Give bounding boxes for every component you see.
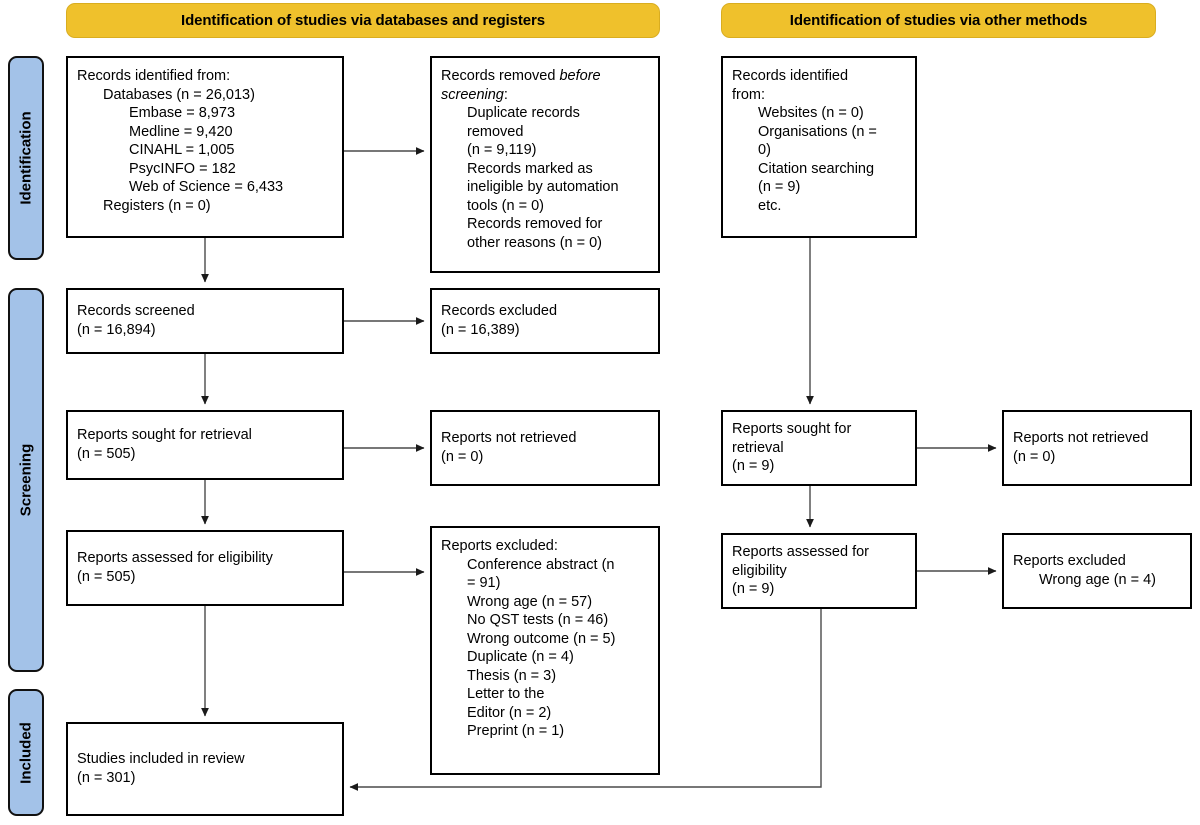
box-line: Thesis (n = 3)	[467, 667, 557, 684]
box-line: Reports excluded	[1013, 553, 1126, 570]
box-line: Wrong outcome (n = 5)	[467, 630, 616, 647]
emphasis-text: before	[559, 68, 601, 84]
box-line: Duplicate (n = 4)	[467, 649, 574, 666]
box-line: Studies included in review	[77, 751, 245, 768]
box-line: Registers (n = 0)	[103, 197, 211, 214]
box-records-excluded: Records excluded (n = 16,389)	[430, 288, 660, 354]
box-line: Reports not retrieved	[1013, 430, 1149, 447]
emphasis-text: screening	[441, 86, 504, 103]
box-line: Citation searching	[758, 160, 875, 177]
box-reports-assessed: Reports assessed for eligibility (n = 505…	[66, 530, 344, 606]
box-line: other reasons (n = 0)	[467, 234, 603, 251]
stage-tab-included-label: Included	[17, 721, 35, 784]
box-line: screening:	[441, 86, 508, 103]
box-line: eligibility	[732, 562, 787, 579]
box-line: (n = 9,119)	[467, 142, 537, 159]
box-line: Wrong age (n = 57)	[467, 593, 593, 610]
box-line: PsycINFO = 182	[129, 160, 236, 177]
box-reports-excluded: Reports excluded: Conference abstract (n =…	[430, 526, 660, 775]
box-line: (n = 9)	[758, 179, 801, 196]
box-line: Duplicate records	[467, 105, 580, 122]
stage-tab-screening-label: Screening	[17, 443, 35, 517]
box-line: No QST tests (n = 46)	[467, 612, 609, 629]
box-line: Organisations (n =	[758, 123, 877, 140]
box-line: etc.	[758, 197, 782, 214]
box-other-not-retrieved: Reports not retrieved (n = 0)	[1002, 410, 1192, 486]
box-line: Records marked as	[467, 160, 593, 177]
box-records-identified: Records identified from: Databases (n = 2…	[66, 56, 344, 238]
box-line: Reports assessed for	[732, 544, 870, 561]
box-line: Reports excluded:	[441, 538, 558, 554]
box-line: Web of Science = 6,433	[129, 179, 284, 196]
header-databases-label: Identification of studies via databases …	[181, 12, 545, 29]
box-line: Records removed before	[441, 68, 601, 84]
box-records-removed: Records removed before screening: Duplicat…	[430, 56, 660, 273]
box-line: removed	[467, 123, 524, 140]
box-line: from:	[732, 86, 766, 103]
stage-tab-identification: Identification	[8, 56, 44, 260]
box-line: Letter to the	[467, 686, 545, 703]
box-line: Wrong age (n = 4)	[1039, 572, 1157, 588]
box-line: Records identified from:	[77, 68, 231, 84]
header-other-methods: Identification of studies via other meth…	[721, 3, 1156, 38]
box-line: Databases (n = 26,013)	[103, 86, 255, 103]
box-line: (n = 0)	[1013, 449, 1056, 465]
header-other-methods-label: Identification of studies via other meth…	[789, 12, 1088, 29]
box-other-identified: Records identified from: Websites (n = 0)O…	[721, 56, 917, 238]
box-line: (n = 301)	[77, 770, 136, 786]
box-line: Records screened	[77, 303, 195, 320]
box-line: ineligible by automation	[467, 179, 619, 196]
box-line: Conference abstract (n	[467, 556, 615, 573]
box-reports-not-retrieved: Reports not retrieved (n = 0)	[430, 410, 660, 486]
stage-tab-included: Included	[8, 689, 44, 816]
box-line: (n = 16,389)	[441, 322, 520, 338]
box-line: Editor (n = 2)	[467, 704, 552, 721]
box-line: Embase = 8,973	[129, 105, 236, 122]
box-line: Records removed for	[467, 216, 603, 233]
box-line: Reports sought for retrieval	[77, 427, 252, 444]
box-line: 0)	[758, 142, 771, 159]
box-line: (n = 9)	[732, 458, 775, 475]
box-line: tools (n = 0)	[467, 197, 544, 214]
header-databases-and-registers: Identification of studies via databases …	[66, 3, 660, 38]
box-line: Medline = 9,420	[129, 123, 233, 140]
box-line: Records identified	[732, 68, 849, 84]
box-line: Preprint (n = 1)	[467, 723, 565, 740]
box-studies-included: Studies included in review (n = 301)	[66, 722, 344, 816]
box-line: (n = 16,894)	[77, 322, 156, 338]
box-line: = 91)	[467, 575, 501, 592]
stage-tab-identification-label: Identification	[17, 111, 35, 205]
box-line: retrieval	[732, 439, 784, 456]
box-line: CINAHL = 1,005	[129, 142, 235, 159]
box-line: (n = 505)	[77, 569, 136, 585]
box-line: (n = 0)	[441, 449, 484, 465]
box-line: Reports assessed for eligibility	[77, 550, 273, 567]
box-line: (n = 9)	[732, 581, 775, 598]
stage-tab-screening: Screening	[8, 288, 44, 672]
box-reports-sought: Reports sought for retrieval (n = 505)	[66, 410, 344, 480]
box-line: Websites (n = 0)	[758, 105, 864, 122]
box-line: Reports sought for	[732, 421, 852, 438]
box-line: (n = 505)	[77, 446, 136, 462]
box-line: Reports not retrieved	[441, 430, 577, 447]
box-records-screened: Records screened (n = 16,894)	[66, 288, 344, 354]
box-line: Records excluded	[441, 303, 558, 320]
